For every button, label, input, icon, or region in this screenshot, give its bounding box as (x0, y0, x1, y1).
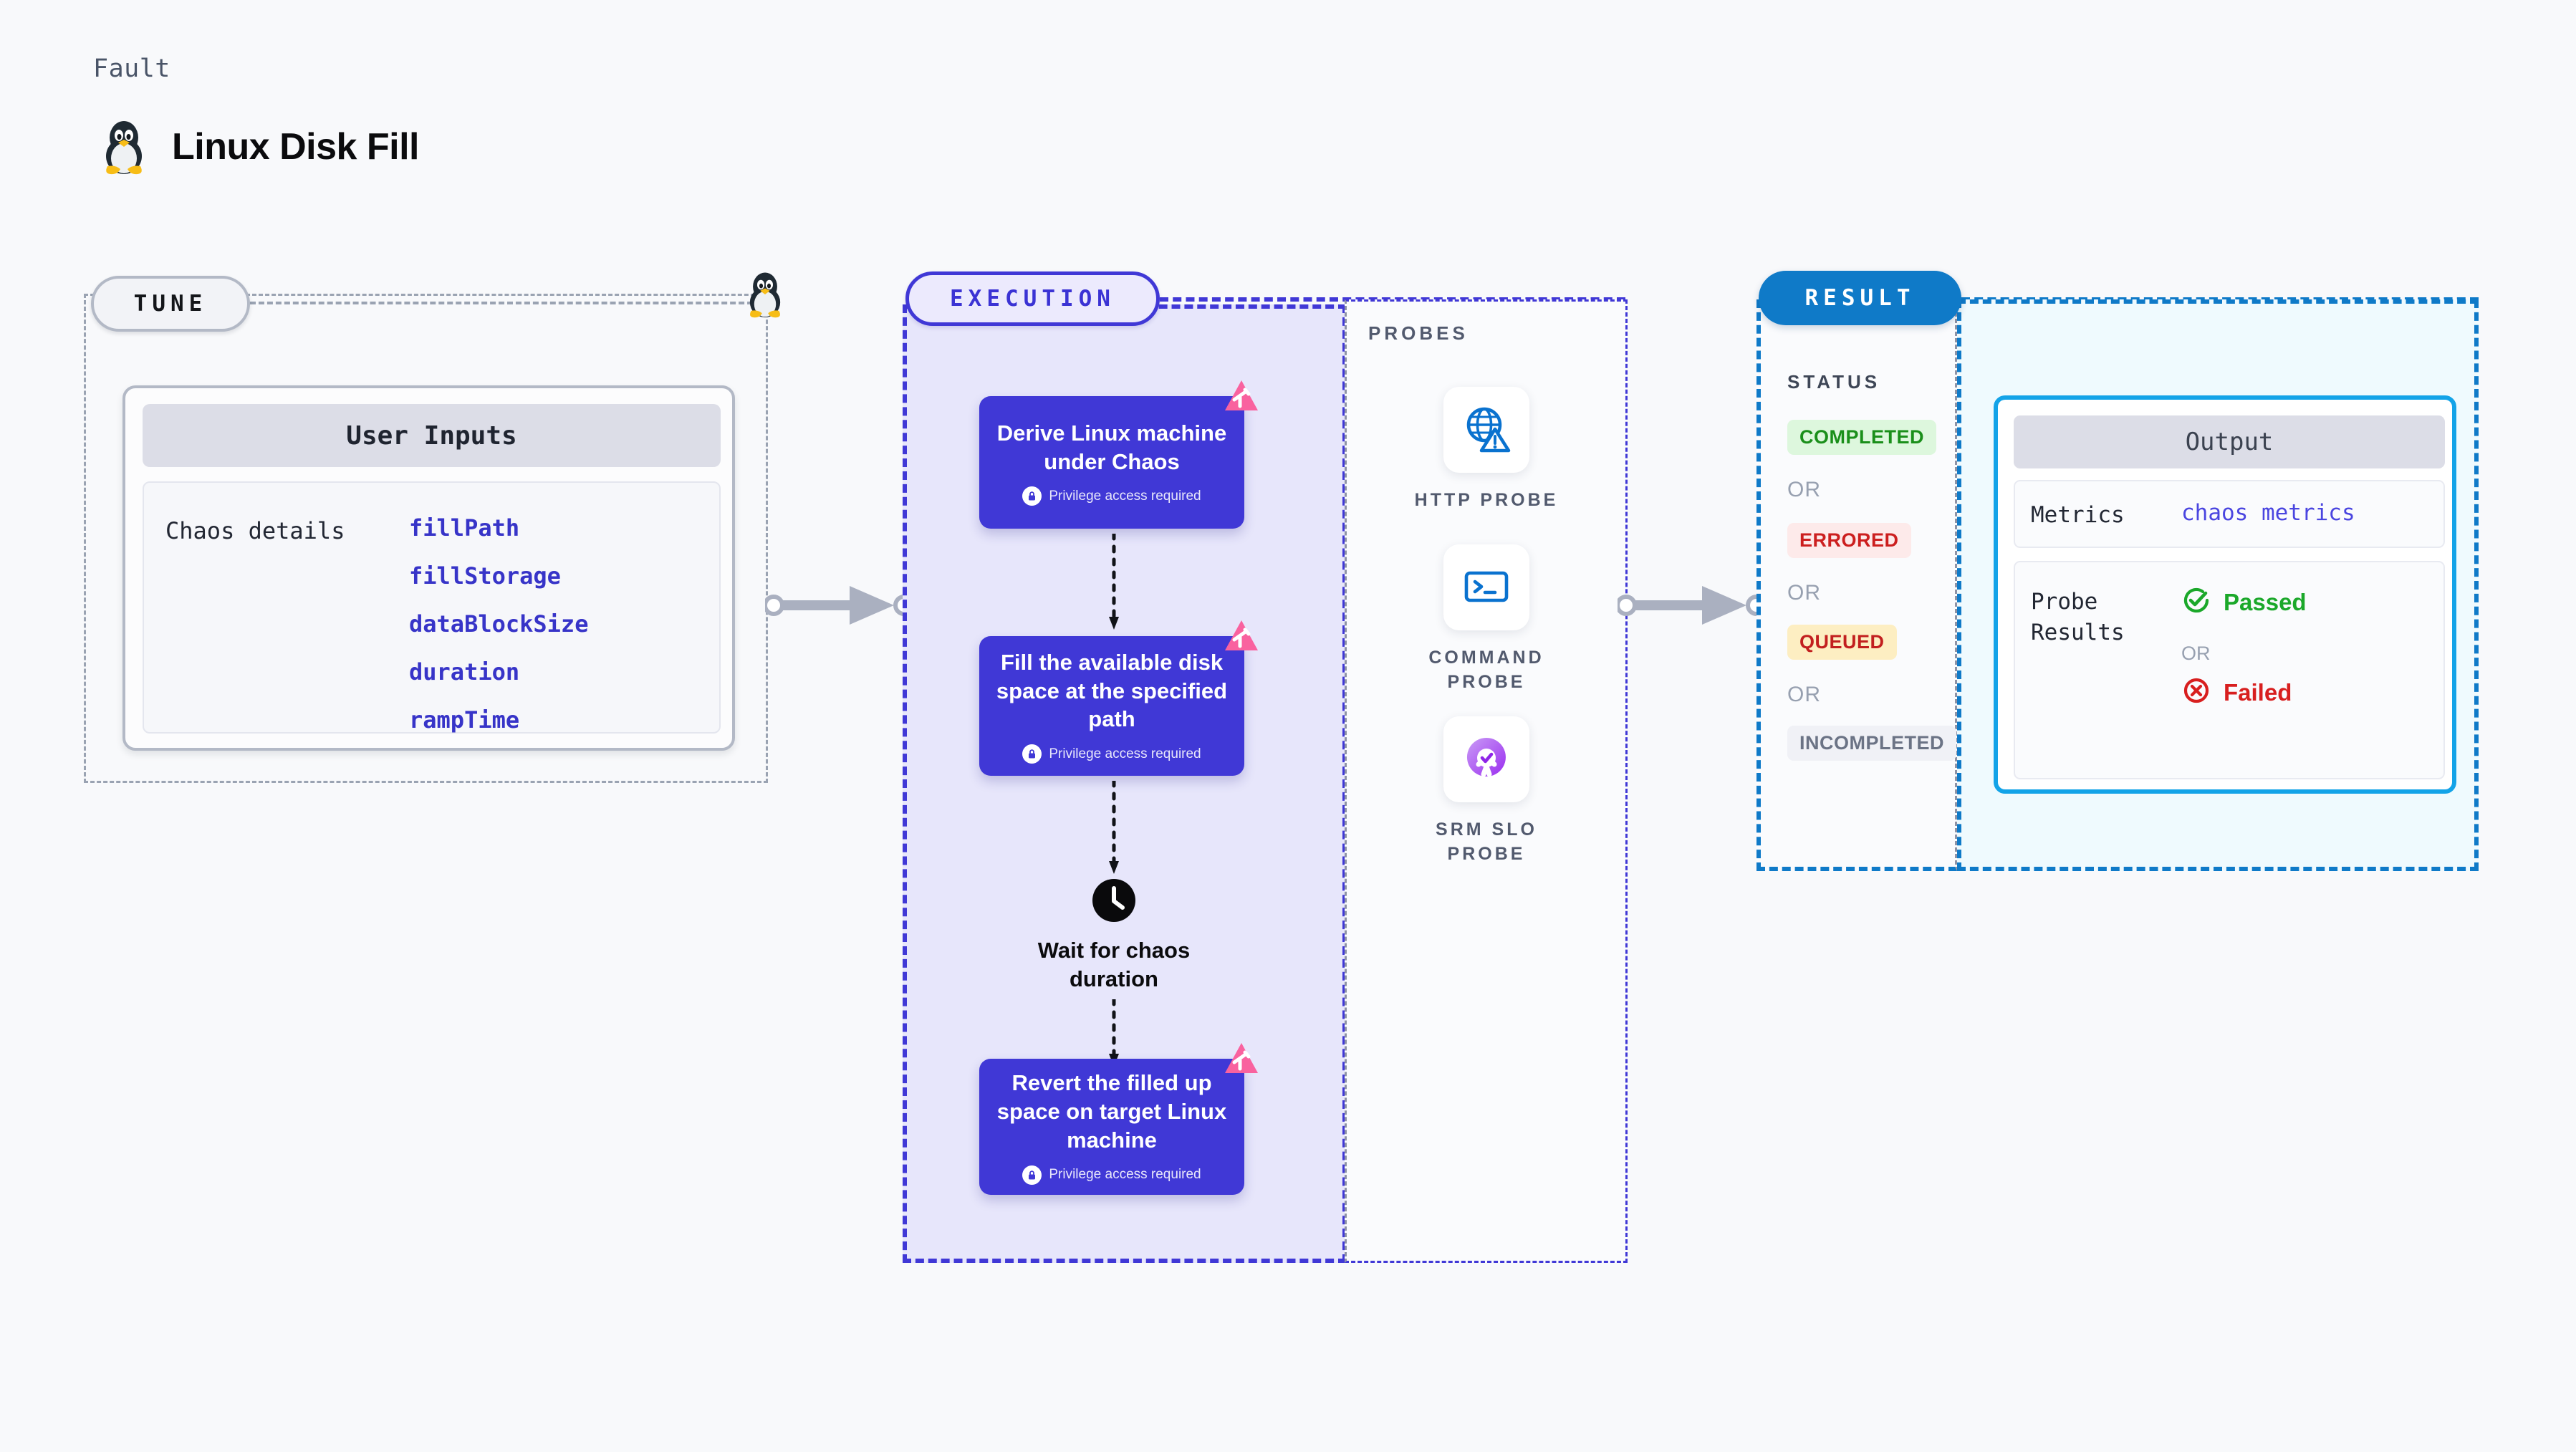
privilege-badge-2: Privilege access required (1022, 744, 1201, 764)
output-metrics-row: Metrics chaos metrics (2014, 480, 2445, 548)
privilege-badge-1: Privilege access required (1022, 486, 1201, 506)
execution-step-title-4: Revert the filled up space on target Lin… (996, 1070, 1227, 1153)
tune-section-badge[interactable]: TUNE (91, 276, 250, 332)
status-badge-incompleted: INCOMPLETED (1787, 726, 1957, 761)
chaos-details-input-list: fillPath fillStorage dataBlockSize durat… (409, 514, 588, 734)
user-inputs-card-title: User Inputs (143, 404, 721, 467)
lock-icon (1022, 744, 1042, 764)
output-metrics-value[interactable]: chaos metrics (2181, 500, 2355, 526)
privilege-note-1: Privilege access required (1049, 488, 1201, 504)
chaos-ribbon-icon (1223, 618, 1260, 659)
check-circle-icon (2181, 585, 2211, 619)
page-title: Linux Disk Fill (172, 126, 420, 168)
fault-title-row: Linux Disk Fill (100, 119, 420, 175)
status-badge-errored: ERRORED (1787, 523, 1911, 558)
execution-step-card-4[interactable]: Revert the filled up space on target Lin… (979, 1043, 1258, 1195)
probe-result-failed: Failed (2181, 675, 2292, 709)
privilege-badge-4: Privilege access required (1022, 1165, 1201, 1185)
execution-step-title-1: Derive Linux machine under Chaos (996, 420, 1227, 474)
clock-icon (1092, 878, 1136, 926)
status-or-2: OR (1787, 581, 1821, 605)
chaos-details-label: Chaos details (165, 517, 345, 544)
execution-section-badge[interactable]: EXECUTION (905, 271, 1160, 326)
execution-wait-node[interactable]: Wait for chaos duration (1006, 878, 1221, 993)
probe-srm-slo-tile (1443, 716, 1529, 802)
probe-http[interactable]: HTTP PROBE (1400, 387, 1572, 513)
tune-top-dashed-line (250, 302, 770, 304)
input-duration[interactable]: duration (409, 658, 520, 686)
input-fill-storage[interactable]: fillStorage (409, 562, 561, 590)
probe-result-or: OR (2181, 643, 2211, 664)
status-or-1: OR (1787, 478, 1821, 501)
connector-step1-step2 (1108, 532, 1120, 638)
privilege-note-2: Privilege access required (1049, 746, 1201, 761)
output-metrics-key: Metrics (2031, 502, 2125, 528)
slo-donut-check-icon (1461, 733, 1512, 787)
flow-arrow-tune-to-execution (763, 580, 915, 634)
input-ramp-time[interactable]: rampTime (409, 706, 520, 734)
output-card-title: Output (2014, 415, 2445, 468)
execution-step-card-2[interactable]: Fill the available disk space at the spe… (979, 620, 1258, 776)
probe-result-failed-label: Failed (2224, 678, 2292, 706)
status-heading: STATUS (1787, 371, 1881, 393)
result-section-container (1756, 299, 1957, 871)
globe-warning-icon (1461, 403, 1512, 457)
execution-wait-label: Wait for chaos duration (1037, 938, 1191, 991)
input-fill-path[interactable]: fillPath (409, 514, 520, 542)
probes-section-label: PROBES (1368, 322, 1469, 344)
execution-step-card-1[interactable]: Derive Linux machine under Chaos Privile… (979, 380, 1258, 529)
probe-http-tile (1443, 387, 1529, 473)
probe-http-label: HTTP PROBE (1414, 490, 1559, 510)
probe-result-passed-label: Passed (2224, 588, 2307, 615)
input-data-block-size[interactable]: dataBlockSize (409, 610, 589, 638)
probe-result-passed: Passed (2181, 585, 2307, 619)
status-badge-queued: QUEUED (1787, 625, 1897, 660)
flow-arrow-probes-to-result (1615, 580, 1768, 634)
lock-icon (1022, 486, 1042, 506)
chaos-ribbon-icon (1223, 378, 1260, 419)
chaos-ribbon-icon (1223, 1041, 1260, 1082)
privilege-note-4: Privilege access required (1049, 1167, 1201, 1182)
status-badge-completed: COMPLETED (1787, 420, 1937, 455)
linux-tux-corner-icon (745, 271, 785, 322)
status-or-3: OR (1787, 683, 1821, 706)
linux-tux-icon (100, 119, 148, 175)
lock-icon (1022, 1165, 1042, 1185)
x-circle-icon (2181, 675, 2211, 709)
connector-step2-wait (1108, 779, 1120, 882)
tune-section-container (84, 294, 768, 783)
user-inputs-card: User Inputs Chaos details fillPath fillS… (122, 385, 735, 751)
result-section-badge[interactable]: RESULT (1759, 271, 1961, 325)
probe-command-tile (1443, 544, 1529, 630)
fault-eyebrow-label: Fault (93, 54, 170, 83)
user-inputs-card-body: Chaos details fillPath fillStorage dataB… (143, 481, 721, 734)
terminal-icon (1462, 562, 1511, 614)
execution-step-title-2: Fill the available disk space at the spe… (996, 649, 1228, 732)
